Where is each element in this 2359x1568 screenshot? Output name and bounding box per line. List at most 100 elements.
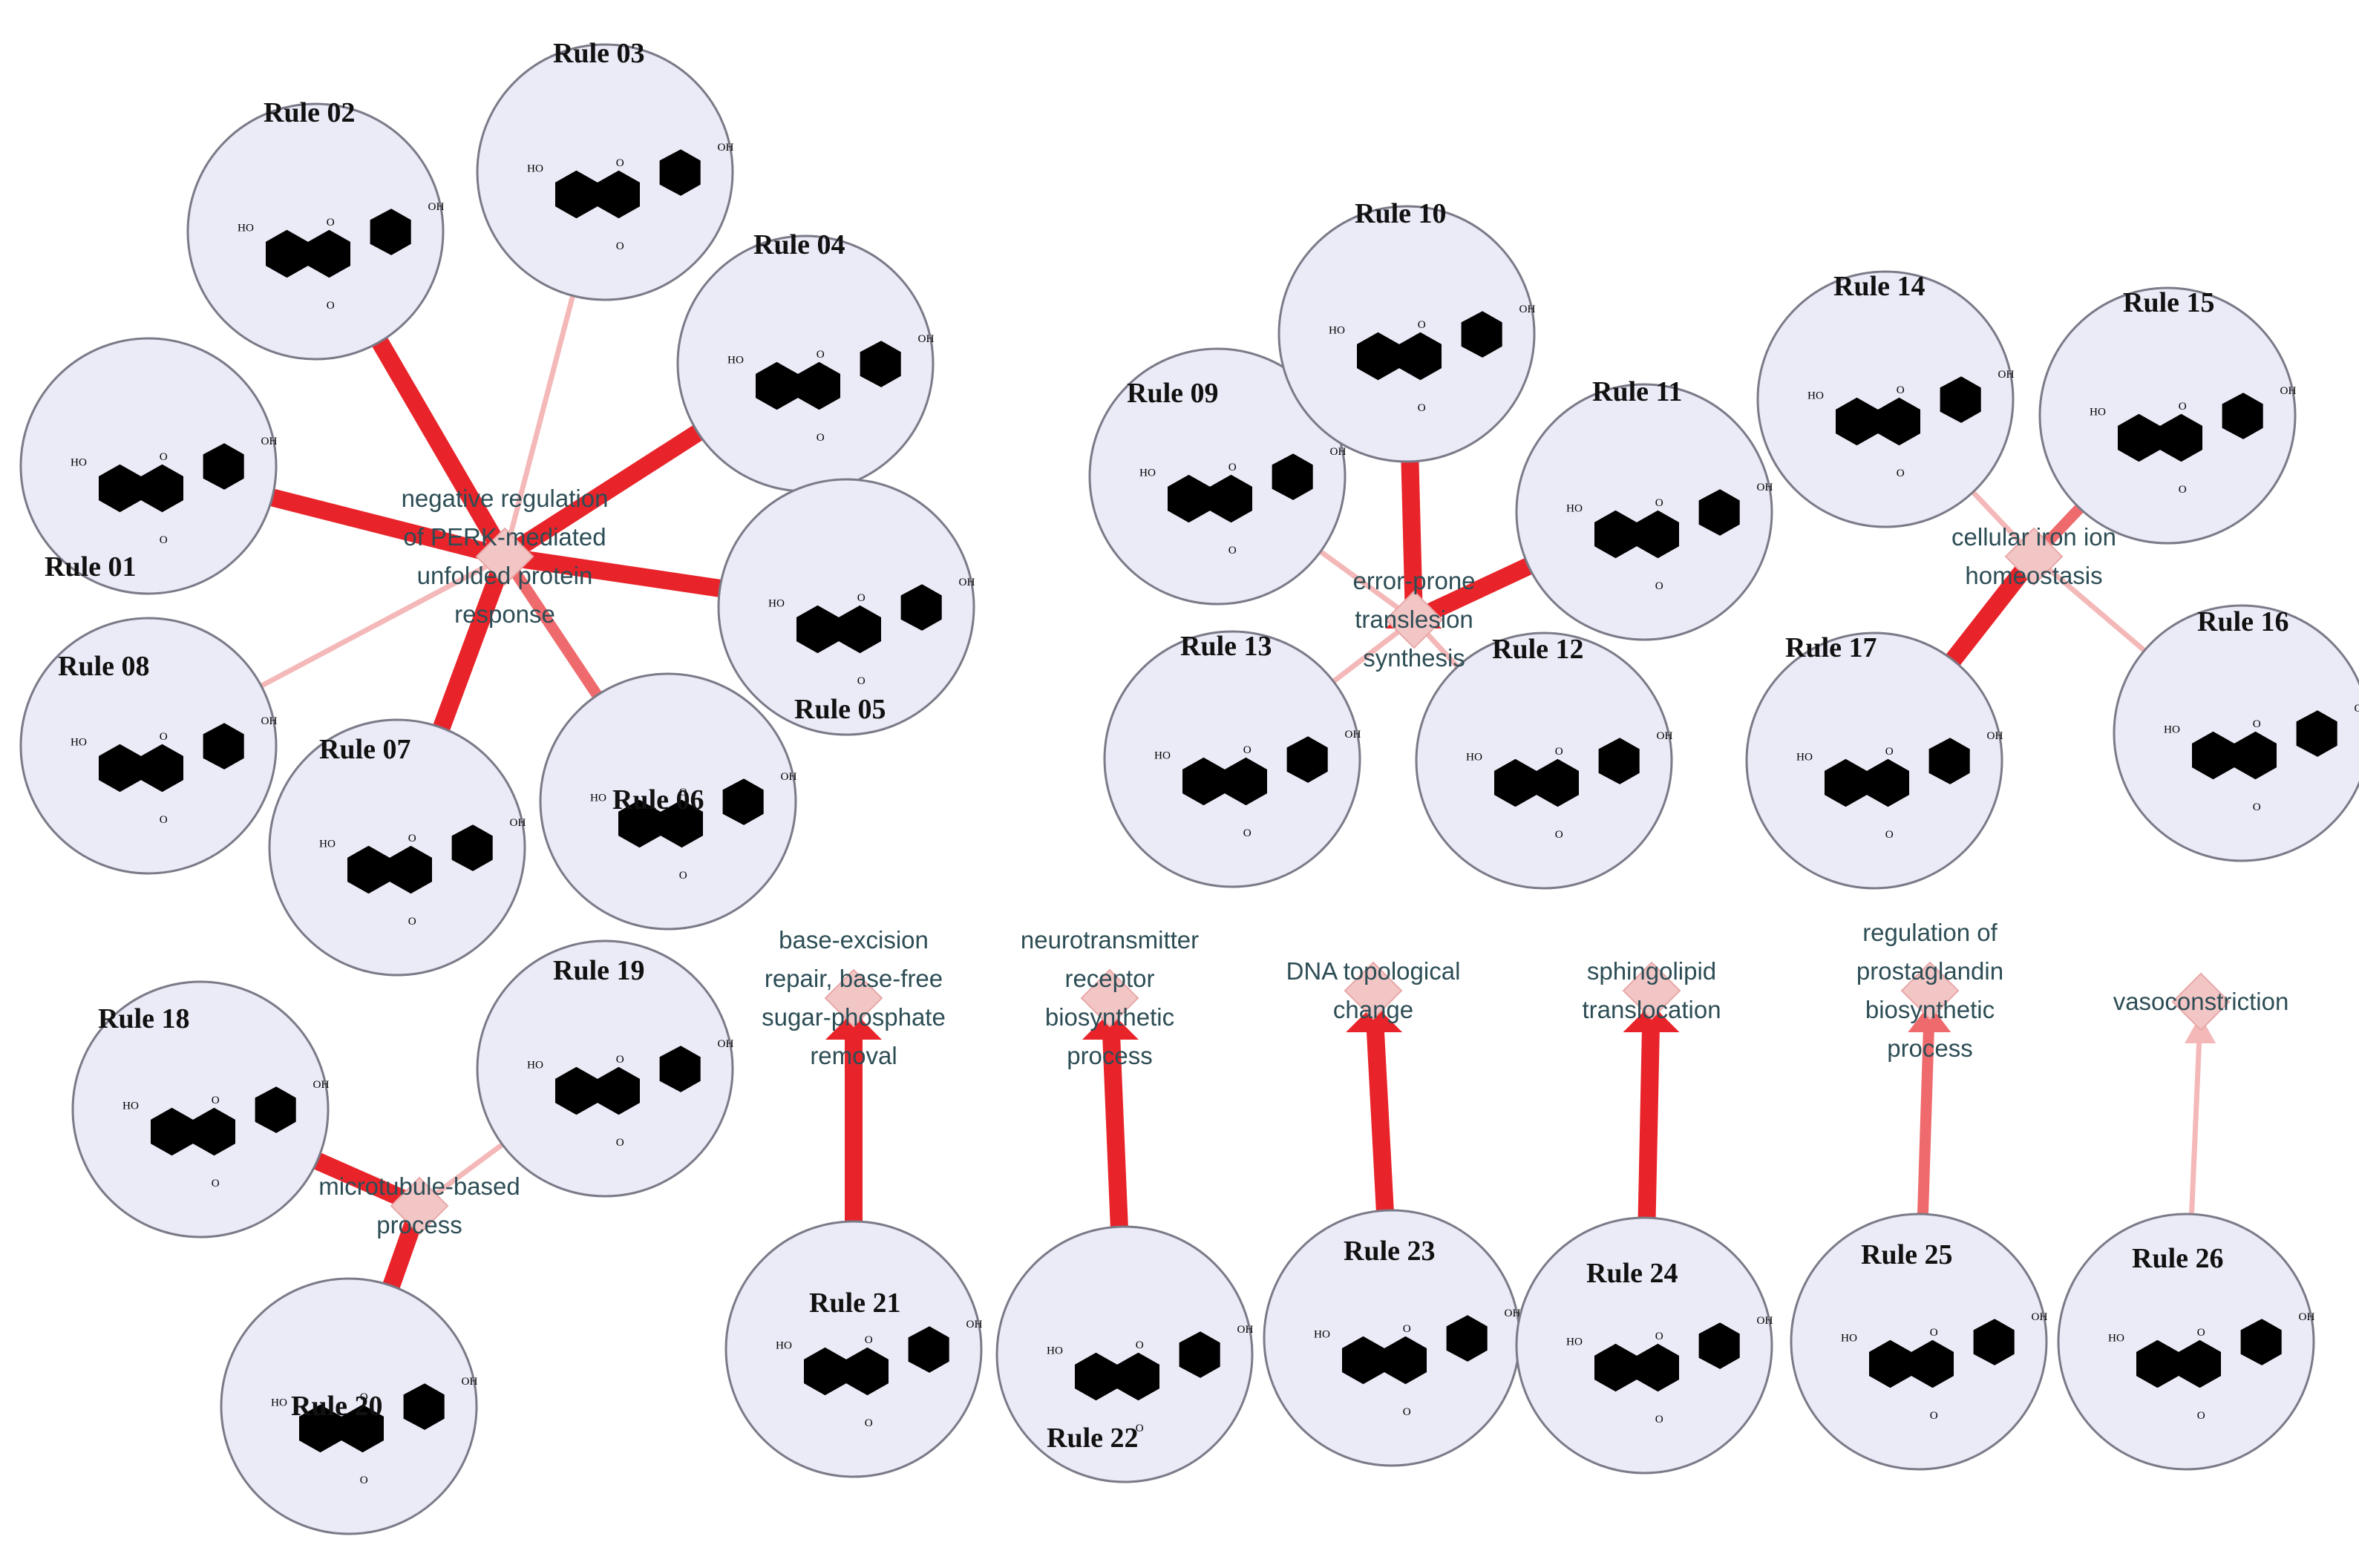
edge-rule-07-to-perk [433, 568, 508, 731]
term-label-line: sphingolipid [1587, 957, 1716, 985]
rule-label: Rule 20 [291, 1391, 383, 1422]
rule-node-circle [71, 980, 330, 1239]
edge-rule-23-to-dna [1365, 1006, 1394, 1211]
term-diamond-icon [2171, 972, 2231, 1031]
rule-node-rule-07[interactable]: Rule 07 [268, 718, 526, 977]
term-label-line: DNA topological [1286, 957, 1461, 985]
edge-rule-13-to-tls [1332, 627, 1403, 684]
rule-node-rule-18[interactable]: Rule 18 [71, 980, 330, 1239]
rule-node-circle [724, 1220, 983, 1478]
term-label-line: synthesis [1363, 644, 1465, 672]
term-node-neuro[interactable]: neurotransmitterreceptorbiosyntheticproc… [1021, 926, 1199, 1069]
edge-rule-08-to-perk [260, 562, 492, 689]
rule-node-circle [1515, 383, 1773, 641]
term-node-dna[interactable]: DNA topological change [1286, 957, 1461, 1023]
rule-label: Rule 15 [2123, 287, 2215, 318]
rule-node-rule-15[interactable]: Rule 15 [2038, 286, 2297, 545]
rule-label: Rule 16 [2197, 606, 2289, 637]
edge-rule-03-to-perk [506, 295, 576, 542]
term-label-line: change [1333, 996, 1413, 1023]
rule-node-circle [476, 43, 734, 301]
term-label-line: vasoconstriction [2113, 988, 2289, 1015]
rule-label: Rule 08 [58, 651, 150, 682]
rule-node-rule-10[interactable]: Rule 10 [1277, 198, 1536, 463]
rule-node-rule-06[interactable]: Rule 06 [539, 672, 797, 931]
term-diamond-icon [1900, 961, 1960, 1020]
edge-rule-05-to-perk [520, 550, 722, 597]
edge-rule-12-to-tls [1423, 629, 1460, 669]
rule-label: Rule 25 [1861, 1239, 1953, 1270]
rule-node-rule-04[interactable]: Rule 04 [676, 229, 935, 493]
edge-rule-11-to-tls [1424, 558, 1533, 621]
term-label-line: microtubule-based [318, 1172, 520, 1200]
rule-node-rule-08[interactable]: Rule 08 [19, 617, 278, 875]
edge-rule-15-to-iron [2041, 504, 2084, 549]
rule-node-rule-21[interactable]: Rule 21 [724, 1220, 983, 1478]
term-node-prosta[interactable]: regulation ofprostaglandinbiosyntheticpr… [1856, 919, 2003, 1062]
term-label-line: negative regulation [402, 485, 609, 512]
rule-node-rule-17[interactable]: Rule 17 [1745, 632, 2003, 890]
rule-label: Rule 18 [98, 1003, 190, 1034]
rule-node-circle [995, 1225, 1254, 1483]
edge-rule-26-to-vaso [2189, 1017, 2203, 1215]
term-label-line: base-excision [779, 926, 929, 954]
term-diamond-icon [1622, 961, 1681, 1020]
rule-label: Rule 01 [45, 551, 137, 583]
term-diamond-icon [824, 968, 883, 1028]
edge-rule-20-to-microtubule [382, 1218, 423, 1289]
rule-node-circle [2113, 604, 2359, 862]
rule-label: Rule 13 [1180, 631, 1272, 662]
rule-node-rule-02[interactable]: Rule 02 [186, 97, 445, 361]
rule-label: Rule 21 [809, 1287, 901, 1319]
term-label-line: biosynthetic [1045, 1003, 1174, 1031]
rule-node-rule-01[interactable]: Rule 01 [19, 337, 278, 595]
rule-node-rule-03[interactable]: Rule 03 [476, 38, 734, 301]
term-label-line: translesion [1355, 606, 1473, 633]
rule-node-rule-16[interactable]: Rule 16 [2113, 604, 2359, 862]
rule-node-circle [1277, 205, 1536, 463]
rule-node-rule-13[interactable]: Rule 13 [1103, 630, 1361, 888]
rule-label: Rule 10 [1355, 198, 1447, 229]
rule-node-rule-14[interactable]: Rule 14 [1756, 270, 2015, 528]
rule-node-circle [19, 617, 278, 875]
rule-node-rule-20[interactable]: Rule 20 [220, 1277, 478, 1535]
rule-node-rule-12[interactable]: Rule 12 [1415, 632, 1673, 890]
rule-node-rule-05[interactable]: Rule 05 [717, 478, 975, 736]
rule-label: Rule 02 [264, 97, 356, 128]
rule-node-rule-11[interactable]: Rule 11 [1515, 376, 1773, 641]
term-label-line: cellular iron ion [1951, 523, 2116, 551]
rule-label: Rule 17 [1785, 632, 1877, 663]
edge-rule-22-to-neuro [1101, 1014, 1128, 1227]
term-node-iron[interactable]: cellular iron ion homeostasis [1951, 523, 2116, 589]
rule-node-circle [2057, 1213, 2315, 1471]
rule-node-rule-23[interactable]: Rule 23 [1263, 1209, 1521, 1467]
term-node-vaso[interactable]: vasoconstriction [2113, 972, 2289, 1031]
rule-node-circle [1515, 1216, 1773, 1474]
rule-node-rule-24[interactable]: Rule 24 [1515, 1216, 1773, 1474]
rule-node-rule-26[interactable]: Rule 26 [2057, 1213, 2315, 1471]
rule-node-rule-22[interactable]: Rule 22 [995, 1225, 1254, 1483]
rule-label: Rule 24 [1586, 1258, 1678, 1289]
edge-rule-14-to-iron [1971, 490, 2025, 547]
rule-node-circle [476, 939, 734, 1198]
term-label-line: homeostasis [1965, 562, 2102, 589]
rule-node-rule-25[interactable]: Rule 25 [1790, 1213, 2048, 1471]
edge-rule-19-to-microtubule [431, 1142, 504, 1198]
rule-label: Rule 12 [1492, 634, 1584, 665]
term-label-line: repair, base-free [765, 965, 943, 992]
rule-label: Rule 19 [553, 955, 645, 986]
term-label-line: prostaglandin [1856, 957, 2003, 985]
rule-node-rule-19[interactable]: Rule 19 [476, 939, 734, 1198]
rule-node-rule-09[interactable]: Rule 09 [1088, 347, 1347, 606]
rule-node-circle [220, 1277, 478, 1535]
term-label-line: of PERK-mediated [403, 523, 606, 551]
rule-label: Rule 04 [753, 229, 845, 260]
rule-node-circle [539, 672, 797, 931]
term-diamond-icon [1344, 961, 1403, 1020]
